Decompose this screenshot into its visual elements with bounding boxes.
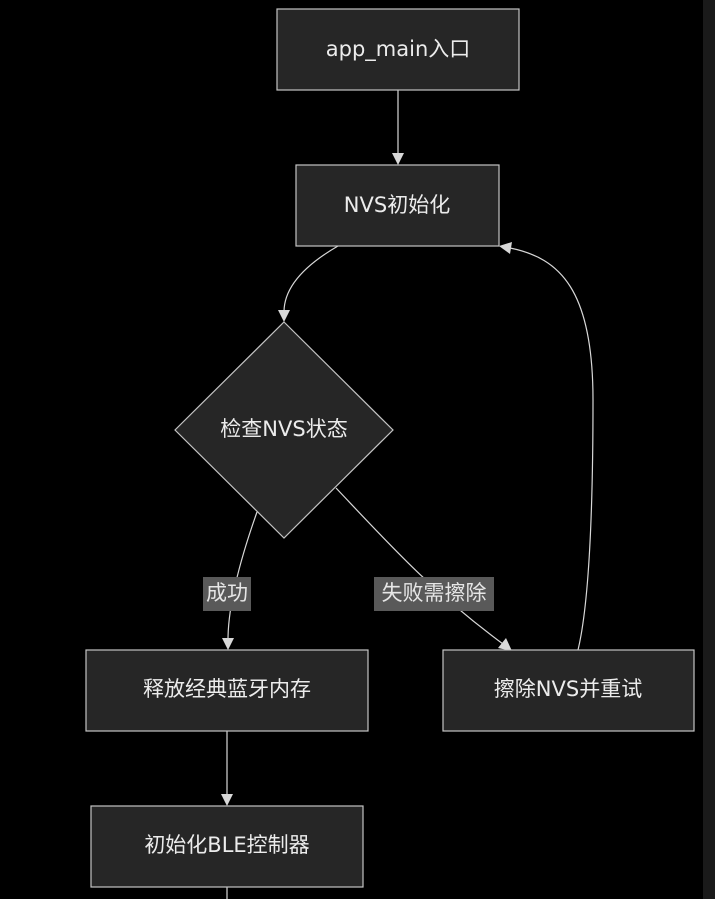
edge-label-need-erase: 失败需擦除 — [374, 577, 494, 611]
node-entry[interactable]: app_main入口 — [276, 8, 520, 91]
edge-check-to-erase — [335, 487, 504, 645]
edge-label-success: 成功 — [203, 577, 251, 611]
node-nvs-init[interactable]: NVS初始化 — [295, 164, 500, 247]
arrowhead-icon — [392, 153, 404, 165]
node-nvs-init-label: NVS初始化 — [344, 193, 450, 217]
node-check-nvs[interactable]: 检查NVS状态 — [174, 321, 394, 539]
node-erase-retry[interactable]: 擦除NVS并重试 — [442, 649, 695, 732]
scrollbar-track[interactable] — [703, 0, 715, 899]
edge-erase-to-nvs-init — [509, 247, 594, 651]
edge-label-need-erase-text: 失败需擦除 — [382, 581, 487, 605]
arrowhead-icon — [278, 310, 290, 322]
arrowhead-icon — [221, 794, 233, 806]
edge-nvs-init-to-check — [283, 245, 339, 313]
edge-check-to-release — [227, 511, 258, 641]
arrowhead-icon — [499, 242, 512, 254]
node-release-mem[interactable]: 释放经典蓝牙内存 — [85, 649, 369, 732]
node-erase-retry-label: 擦除NVS并重试 — [494, 677, 642, 701]
arrowhead-icon — [498, 638, 512, 651]
edge-label-success-text: 成功 — [206, 581, 248, 605]
arrowhead-icon — [222, 638, 234, 650]
node-release-mem-label: 释放经典蓝牙内存 — [143, 677, 311, 701]
node-entry-label: app_main入口 — [326, 37, 471, 62]
node-ble-init[interactable]: 初始化BLE控制器 — [90, 805, 364, 888]
node-ble-init-label: 初始化BLE控制器 — [144, 833, 309, 857]
node-check-nvs-label: 检查NVS状态 — [220, 417, 347, 441]
